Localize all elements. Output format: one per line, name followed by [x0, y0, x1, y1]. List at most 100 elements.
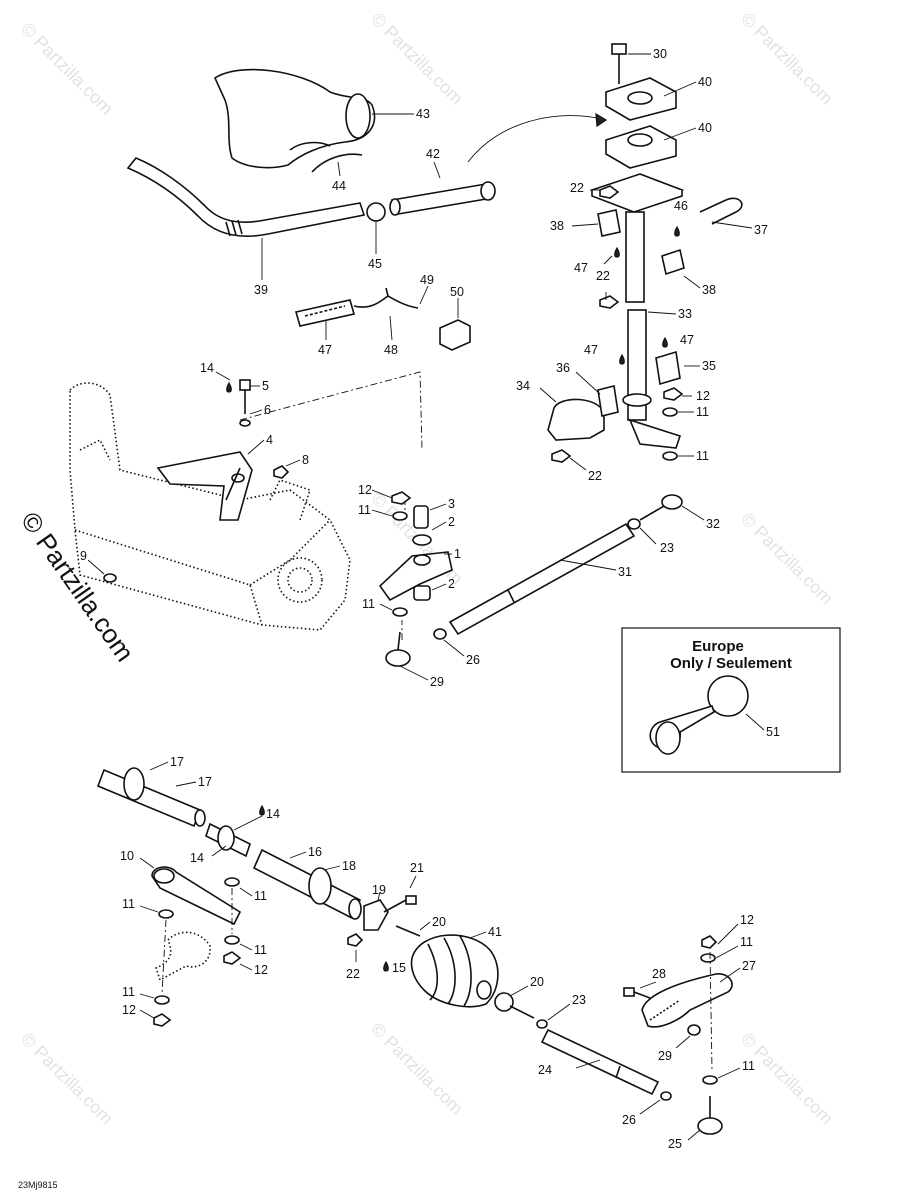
callout-11: 11	[122, 985, 135, 999]
washer-11	[224, 877, 240, 887]
bolt-21	[383, 895, 417, 913]
watermark-text: © Partzilla.com	[737, 9, 837, 109]
bolt-5	[239, 379, 251, 414]
half-bushing-38	[597, 209, 621, 237]
callout-49: 48	[384, 343, 398, 357]
nut-26	[660, 1091, 672, 1101]
bushing-2	[413, 585, 431, 601]
half-bushing-36	[597, 385, 619, 417]
callout-15: 16	[308, 845, 322, 859]
callout-52: 51	[766, 725, 780, 739]
shaft-15	[252, 848, 362, 920]
callout-48: 47	[318, 343, 332, 357]
callout-47: 47	[680, 333, 694, 347]
callout-12: 12	[254, 963, 268, 977]
callout-8: 8	[302, 453, 309, 467]
callout-38: 38	[702, 283, 716, 297]
callout-22: 22	[588, 469, 602, 483]
watermark-side-text: © Partzilla.com	[15, 506, 140, 667]
callout-3: 3	[448, 497, 455, 511]
callout-36: 36	[556, 361, 570, 375]
nut-22	[599, 295, 620, 309]
heater-element-48	[294, 299, 356, 327]
callout-22: 22	[346, 967, 360, 981]
bolt-19	[395, 925, 421, 937]
callout-50: 49	[420, 273, 434, 287]
callout-2: 2	[448, 577, 455, 591]
bolt-41	[611, 43, 627, 84]
arrow-to-column	[467, 115, 607, 163]
nut-22	[347, 933, 364, 947]
nut-12	[701, 935, 718, 949]
watermark-text: © Partzilla.com	[367, 1019, 467, 1119]
frame-outline	[69, 382, 351, 631]
callout-1: 1	[454, 547, 461, 561]
callout-12: 12	[358, 483, 372, 497]
callout-11: 11	[254, 943, 267, 957]
coupler-13	[205, 822, 251, 858]
watermark-text: © Partzilla.com	[737, 1029, 837, 1129]
washer-11	[224, 935, 240, 945]
callout-11: 11	[742, 1059, 755, 1073]
callout-11: 11	[696, 405, 709, 419]
callout-23: 23	[660, 541, 674, 555]
callout-17: 18	[342, 859, 356, 873]
watermark-text: © Partzilla.com	[17, 1029, 117, 1129]
watermark-text: © Partzilla.com	[737, 509, 837, 609]
ball-joint-30	[385, 631, 411, 667]
callout-38: 38	[550, 219, 564, 233]
callout-47: 46	[674, 199, 688, 213]
callout-9: 9	[80, 549, 87, 563]
steering-arm-10	[151, 866, 242, 926]
watermark-text: © Partzilla.com	[367, 9, 467, 109]
callout-27: 27	[742, 959, 756, 973]
clamp-upper-40	[605, 77, 677, 121]
connector-51	[439, 319, 471, 351]
callout-32: 32	[706, 517, 720, 531]
callout-25: 25	[668, 1137, 682, 1151]
steering-arm-27	[641, 973, 733, 1028]
guide-line	[709, 951, 713, 1071]
callout-11: 11	[122, 897, 135, 911]
callout-43: 41	[488, 925, 502, 939]
callout-2: 2	[448, 515, 455, 529]
nut-23	[627, 518, 641, 530]
nut-12	[663, 387, 684, 401]
inset-title-line2: Only / Seulement	[670, 655, 792, 672]
callout-11: 11	[696, 449, 709, 463]
bushing-2	[412, 534, 432, 546]
callout-29: 29	[658, 1049, 672, 1063]
callout-37: 37	[754, 223, 768, 237]
ball-joint-32	[639, 494, 683, 521]
callout-42: 42	[426, 147, 440, 161]
washer-11	[702, 1075, 718, 1085]
callout-24: 24	[538, 1063, 552, 1077]
nut-23	[536, 1019, 548, 1029]
callout-20: 20	[530, 975, 544, 989]
callout-40: 40	[698, 121, 712, 135]
nut-12	[153, 1013, 172, 1027]
callout-4: 4	[266, 433, 273, 447]
bolt-28	[623, 987, 651, 999]
callout-51: 50	[450, 285, 464, 299]
bracket-4	[156, 451, 253, 521]
guide-line	[161, 919, 167, 995]
handlebar-padding-44	[213, 68, 376, 169]
callout-21: 21	[410, 861, 424, 875]
callout-6: 6	[264, 403, 271, 417]
callout-10: 10	[120, 849, 134, 863]
europe-inset-box: Europe Only / Seulement	[621, 627, 841, 773]
guide-line	[239, 371, 423, 451]
leader-lines	[87, 53, 765, 1141]
callout-16: 17	[198, 775, 212, 789]
half-bushing-35	[655, 350, 681, 386]
callout-labels: 30 40 40 43 44 42 45 39 49 50 47 48 22 3…	[18, 47, 780, 1190]
pitman-arm-ghost	[155, 931, 211, 982]
washer-6	[239, 419, 251, 427]
callout-14: 14	[200, 361, 214, 375]
callout-28: 28	[652, 967, 666, 981]
lubricant-drop-icon	[226, 225, 680, 972]
washer-11	[154, 995, 170, 1005]
callout-39: 39	[254, 283, 268, 297]
